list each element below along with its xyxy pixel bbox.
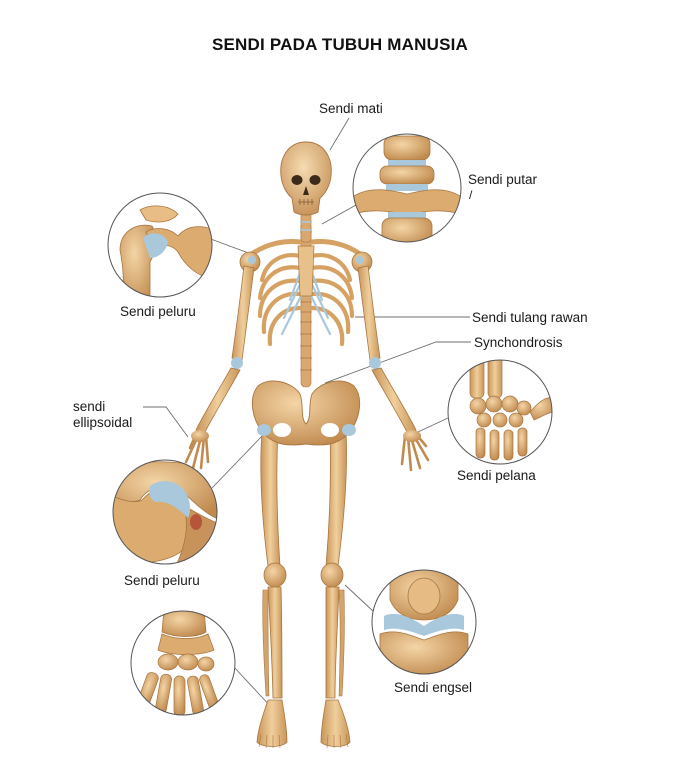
label-sendi-tulang-rawan: Sendi tulang rawan — [472, 310, 588, 325]
inset-neck — [352, 133, 462, 243]
humerus-right — [231, 265, 255, 361]
label-synchondrosis: Synchondrosis — [474, 335, 563, 350]
humerus-left — [357, 265, 381, 361]
label-sendi-pelana: Sendi pelana — [457, 468, 536, 483]
label-sendi-peluru-pinggul: Sendi peluru — [124, 573, 200, 588]
leader-engsel — [344, 584, 375, 613]
pelvis — [251, 380, 361, 446]
label-sendi-engsel: Sendi engsel — [394, 680, 473, 695]
label-ellipsoidal-line2: ellipsoidal — [73, 415, 133, 430]
foot-right — [256, 699, 288, 747]
leader-pelana — [417, 417, 449, 433]
clavicle-left — [309, 239, 363, 257]
hip-joint-right — [257, 424, 271, 436]
hip-joint-left — [342, 424, 356, 436]
label-sendi-peluru-bahu: Sendi peluru — [120, 304, 196, 319]
inset-ankle — [130, 610, 236, 716]
knee-left — [320, 562, 344, 588]
skeleton — [184, 141, 430, 749]
pelvis-hole-left — [321, 423, 339, 437]
leader-peluru-pinggul — [211, 433, 265, 489]
inset-knee — [371, 569, 477, 675]
label-sendi-putar-mark: / — [469, 188, 473, 202]
leader-peluru-bahu — [207, 237, 255, 256]
tibia-right — [267, 586, 283, 699]
fibula-left — [338, 589, 345, 697]
tibia-left — [325, 586, 340, 699]
knee-right — [263, 562, 287, 588]
inset-hip — [112, 459, 218, 565]
clavicle-right — [249, 239, 303, 257]
label-ellipsoidal-line1: sendi — [73, 399, 106, 414]
foot-left — [320, 699, 351, 747]
pelvis-hole-right — [273, 423, 291, 437]
leader-ellipsoidal — [143, 406, 189, 438]
inset-shoulder — [107, 192, 213, 298]
inset-wrist — [447, 359, 553, 465]
leader-synchondrosis — [324, 341, 471, 384]
femur-left — [325, 431, 347, 567]
fibula-right — [262, 589, 270, 697]
label-sendi-mati: Sendi mati — [319, 101, 383, 116]
page-title: SENDI PADA TUBUH MANUSIA — [211, 35, 469, 54]
rib-cage — [257, 245, 355, 347]
leader-lines — [143, 117, 471, 709]
femur-right — [260, 431, 281, 567]
forearm-right — [195, 367, 241, 435]
label-sendi-putar: Sendi putar — [468, 172, 538, 187]
forearm-left — [371, 367, 417, 435]
skull — [280, 141, 332, 216]
leader-sendi-mati — [329, 117, 350, 151]
leader-pergelangan-kaki — [232, 665, 273, 709]
